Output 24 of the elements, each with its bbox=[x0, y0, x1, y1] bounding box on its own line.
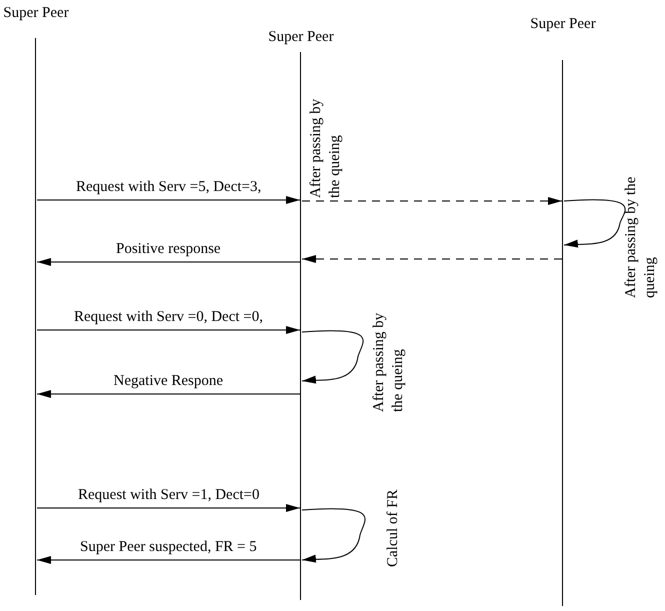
note-label: After passing by the queing bbox=[307, 98, 344, 198]
dashed-message-arrow bbox=[302, 197, 562, 205]
edge-label: Negative Respone bbox=[114, 373, 224, 390]
participant-label: Super Peer bbox=[267, 28, 335, 46]
message-arrow bbox=[36, 326, 300, 334]
edge-label: Super Peer suspected, FR = 5 bbox=[80, 539, 257, 556]
message-arrow bbox=[36, 196, 300, 204]
edge-label: Request with Serv =5, Dect=3, bbox=[76, 179, 262, 196]
edge-label: Positive response bbox=[116, 241, 221, 258]
dashed-message-arrow bbox=[302, 255, 562, 263]
message-arrow bbox=[36, 504, 300, 512]
self-message-arrow bbox=[302, 330, 364, 384]
note-label: After passing by the queing bbox=[370, 312, 407, 412]
participant-label: Super Peer bbox=[529, 15, 597, 33]
participant-label: Super Peer bbox=[2, 4, 70, 22]
message-arrow bbox=[36, 556, 300, 564]
message-arrow bbox=[36, 258, 300, 266]
message-arrow bbox=[36, 390, 300, 398]
note-label: After passing by the queing bbox=[622, 176, 659, 298]
self-message-arrow bbox=[302, 508, 366, 564]
edge-label: Request with Serv =0, Dect =0, bbox=[74, 309, 263, 326]
note-label: Calcul of FR bbox=[384, 488, 402, 567]
edge-label: Request with Serv =1, Dect=0 bbox=[78, 487, 260, 504]
self-message-arrow bbox=[564, 199, 626, 248]
